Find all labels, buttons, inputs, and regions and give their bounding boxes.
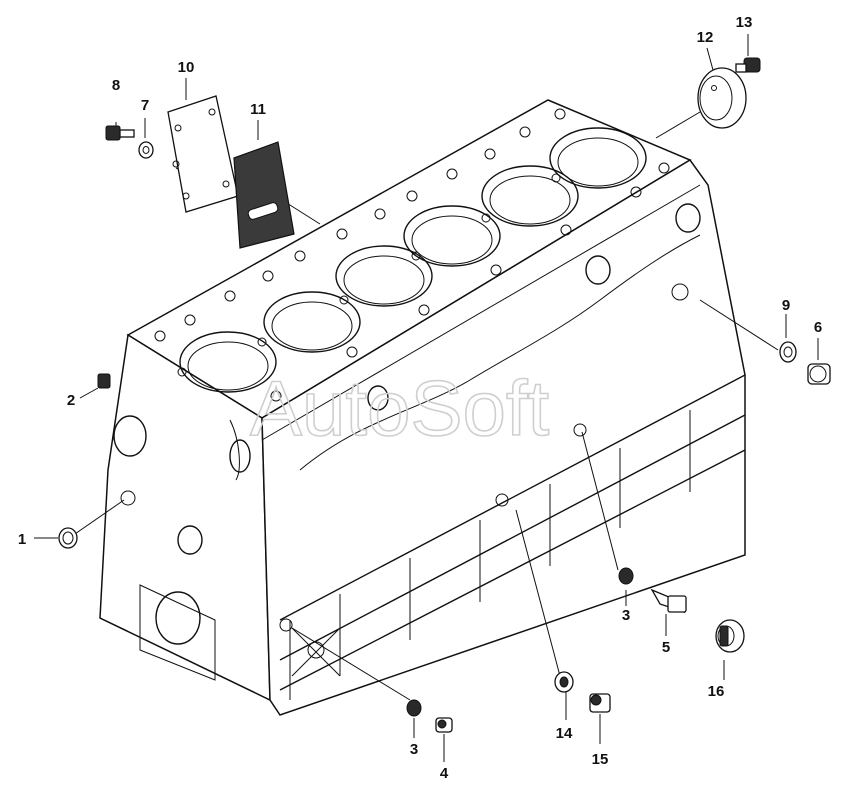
callout-2: 2 (67, 392, 75, 409)
boss-front (120, 490, 136, 506)
callout-labels: 1 2 3 3 4 5 6 7 8 9 10 11 12 13 14 15 16 (18, 14, 822, 782)
part-16-cap (715, 619, 745, 653)
callout-9: 9 (782, 297, 790, 314)
watermark: AutoSoft (250, 364, 550, 452)
callout-1: 1 (18, 531, 26, 548)
part-3-washer-bottom (406, 699, 422, 717)
part-9-washer (779, 341, 797, 363)
part-4-bolt (435, 717, 453, 733)
part-1-plug (58, 527, 78, 549)
part-12-cap (697, 67, 747, 129)
cylinder-bores (179, 127, 647, 393)
callout-5: 5 (662, 639, 670, 656)
block-lower-rail (279, 374, 746, 700)
block-front-face (99, 333, 271, 702)
callout-4: 4 (440, 765, 449, 782)
callout-12: 12 (697, 29, 714, 46)
part-15-plug (589, 693, 611, 713)
part-10-cover-plate (167, 95, 239, 213)
part-11-gasket (233, 141, 295, 249)
part-6-plug (807, 363, 831, 385)
callout-3a: 3 (622, 607, 630, 624)
part-2-plug (97, 373, 111, 389)
boss-right (671, 283, 689, 301)
part-5-valve (650, 588, 687, 614)
callout-3b: 3 (410, 741, 418, 758)
callout-10: 10 (178, 59, 195, 76)
callout-7: 7 (141, 97, 149, 114)
callout-16: 16 (708, 683, 725, 700)
part-3-washer-right (618, 567, 634, 585)
part-13-bolt (735, 57, 761, 73)
block-side-details (113, 184, 701, 681)
part-7-washer (138, 141, 154, 159)
part-14-washer (554, 671, 574, 693)
head-bolt-holes (154, 108, 670, 402)
callout-14: 14 (556, 725, 573, 742)
callout-13: 13 (736, 14, 753, 31)
callout-11: 11 (250, 101, 266, 118)
callout-15: 15 (592, 751, 609, 768)
callout-6: 6 (814, 319, 822, 336)
callout-8: 8 (112, 77, 120, 94)
part-8-bolt (105, 125, 135, 141)
